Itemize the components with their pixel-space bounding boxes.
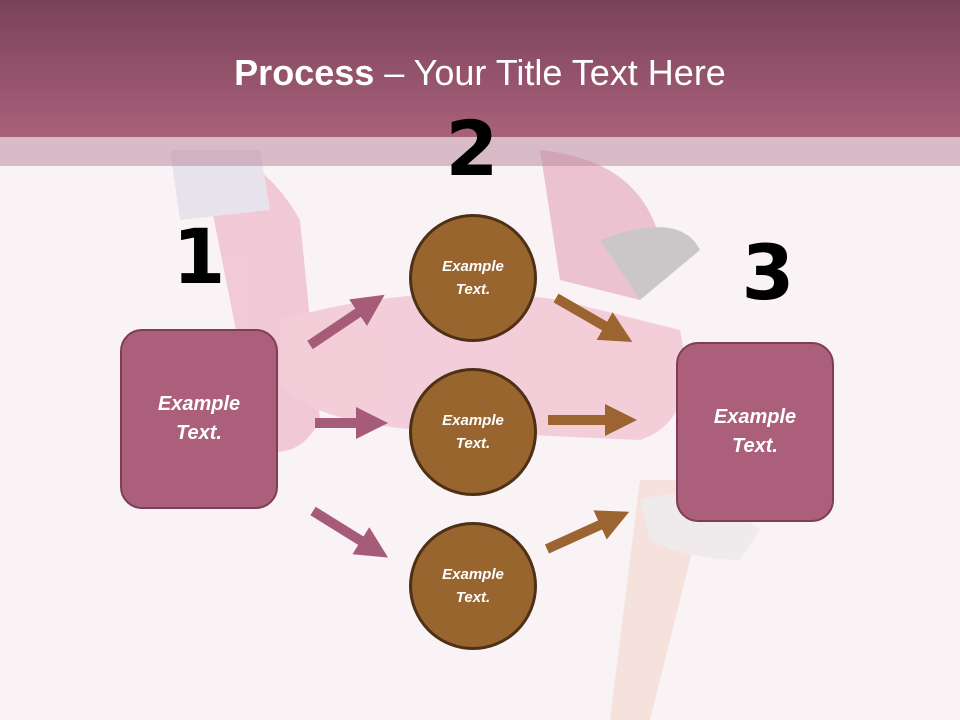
arrow-2a-to-3	[553, 293, 633, 342]
slide-title: Process – Your Title Text Here	[0, 52, 960, 94]
step-3-text: Example Text.	[713, 406, 797, 457]
step-1-text: Example Text.	[157, 393, 241, 444]
step-1-box: Example Text.	[120, 329, 278, 509]
title-strip	[0, 137, 960, 166]
arrow-1-to-2a	[307, 294, 385, 350]
step-2-circle-1: Example Text.	[409, 214, 537, 342]
step-2-circle-3: Example Text.	[409, 522, 537, 650]
step-number-2: 2	[445, 104, 499, 193]
circle-3-text: Example Text.	[442, 566, 504, 606]
title-rest: – Your Title Text Here	[374, 52, 726, 93]
step-3-box: Example Text.	[676, 342, 834, 522]
step-number-3: 3	[741, 228, 795, 317]
step-2-circle-2: Example Text.	[409, 368, 537, 496]
step-number-1: 1	[172, 212, 226, 301]
arrow-2c-to-3	[544, 510, 630, 554]
title-bar	[0, 0, 960, 137]
title-bold: Process	[234, 52, 375, 93]
circle-1-text: Example Text.	[442, 258, 504, 298]
arrow-1-to-2c	[310, 506, 388, 558]
circle-2-text: Example Text.	[442, 412, 504, 452]
